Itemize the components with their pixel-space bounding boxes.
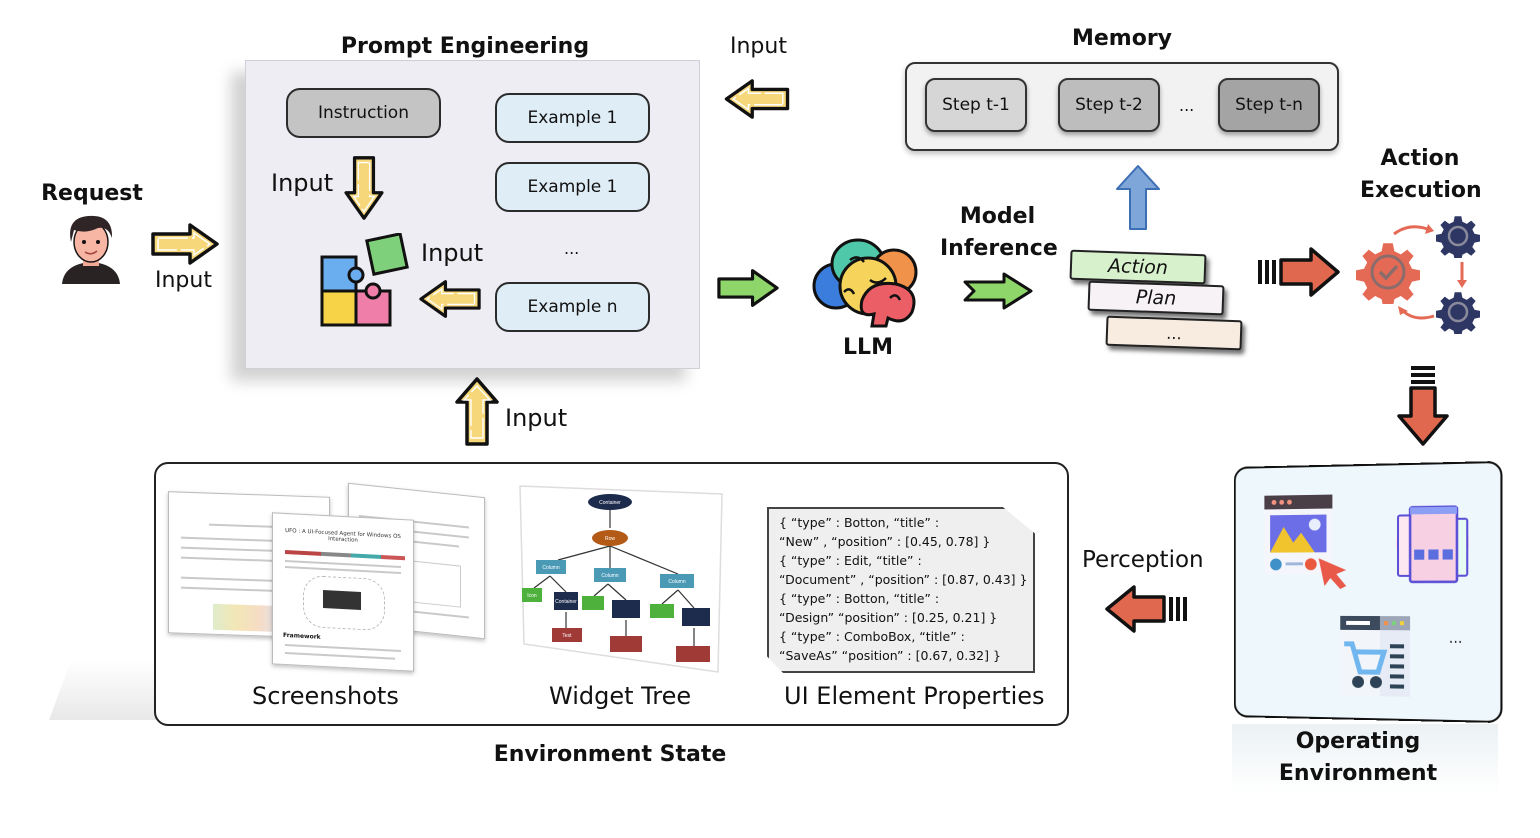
- perception-label: Perception: [1082, 547, 1204, 573]
- tree-column-nodes: [536, 560, 694, 588]
- memory-step: Step t-1: [925, 78, 1027, 132]
- ui-property-line: { “type” : Botton, “title” :: [779, 591, 940, 606]
- ui-property-line: “SaveAs” “position” : [0.67, 0.32] }: [779, 648, 1001, 663]
- memory-step: Step t-n: [1218, 78, 1320, 132]
- tree-label-text: Text: [562, 633, 572, 639]
- instruction-input-label: Input: [271, 169, 334, 197]
- ui-property-line: “Document” , “position” : [0.87, 0.43] }: [779, 572, 1028, 587]
- ui-property-line: { “type” : ComboBox, “title” :: [779, 629, 965, 644]
- more-outputs-card: ...: [1105, 315, 1243, 351]
- user-avatar-icon: [62, 215, 120, 284]
- tree-icon-nodes: [522, 588, 674, 618]
- example-box: Example n: [495, 282, 650, 332]
- tree-node-root: [588, 494, 632, 510]
- example-box: Example 1: [495, 93, 650, 143]
- down-arrow-icon: [344, 156, 384, 220]
- examples-ellipsis: ...: [564, 239, 580, 258]
- shopping-window-icon: [1338, 615, 1411, 697]
- request-title: Request: [41, 181, 143, 206]
- to-llm-arrow-icon: [717, 268, 779, 308]
- to-execution-arrow-icon: [1258, 247, 1340, 297]
- llm-brain-icon: [812, 238, 918, 328]
- operating-environment-line1: Operating: [1295, 729, 1421, 754]
- tree-label-row: Row: [605, 536, 615, 542]
- memory-step: Step t-2: [1058, 78, 1160, 132]
- ui-property-line: { “type” : Edit, “title” :: [779, 553, 922, 568]
- prompt-engineering-panel: Instruction Example 1 Example 1 ... Exam…: [245, 60, 700, 369]
- memory-panel: Step t-1 Step t-2 ... Step t-n: [905, 62, 1339, 151]
- example-box: Example 1: [495, 162, 650, 212]
- tree-label-container: Container: [555, 599, 577, 605]
- request-input-arrow-icon: [150, 222, 220, 266]
- examples-input-label: Input: [421, 239, 484, 267]
- ui-property-line: { “type” : Botton, “title” :: [779, 515, 940, 530]
- action-execution-line1: Action: [1380, 146, 1460, 171]
- tree-label-column: Column: [668, 579, 685, 585]
- tree-label-column: Column: [542, 565, 559, 571]
- widget-tree-diagram: Container Row Column Column Column Icon …: [519, 485, 723, 673]
- ui-property-line: “Design” “position” : [0.25, 0.21] }: [779, 610, 998, 625]
- screenshots-label: Screenshots: [252, 682, 399, 710]
- image-click-icon: [1264, 494, 1347, 590]
- screenshots-collage: UFO : A UI-Focused Agent for Windows OS …: [168, 482, 488, 672]
- env-input-label: Input: [505, 404, 568, 432]
- model-inference-line2: Inference: [940, 236, 1058, 261]
- web-pages-icon: [1392, 500, 1473, 588]
- ui-property-line: “New” , “position” : [0.45, 0.78] }: [779, 534, 991, 549]
- environment-state-title: Environment State: [493, 742, 727, 767]
- action-card: Action: [1069, 249, 1207, 285]
- operating-environment-line2: Environment: [1278, 761, 1438, 786]
- llm-label: LLM: [843, 335, 893, 360]
- operating-environment-panel: ...: [1233, 460, 1503, 724]
- memory-ellipsis: ...: [1179, 96, 1195, 115]
- widget-tree-label: Widget Tree: [549, 682, 692, 710]
- tree-label-column: Column: [601, 573, 618, 579]
- memory-input-label: Input: [730, 34, 787, 59]
- plan-card: Plan: [1087, 280, 1225, 316]
- tree-node-row: [592, 530, 628, 546]
- screenshot-page-front: UFO : A UI-Focused Agent for Windows OS …: [272, 512, 414, 672]
- environment-ellipsis: ...: [1448, 630, 1463, 647]
- request-input-label: Input: [155, 268, 212, 293]
- tree-label-icon: Icon: [527, 593, 537, 599]
- ui-properties-label: UI Element Properties: [784, 682, 1045, 710]
- model-inference-line1: Model: [959, 204, 1036, 229]
- left-arrow-icon: [419, 280, 481, 318]
- execution-gears-icon: [1356, 216, 1480, 334]
- memory-title: Memory: [1071, 26, 1173, 51]
- action-execution-line2: Execution: [1360, 178, 1482, 203]
- tree-container-nodes: [554, 592, 710, 626]
- env-input-arrow-icon: [455, 377, 499, 446]
- ui-properties-card: { “type” : Botton, “title” : “New” , “po…: [767, 507, 1035, 673]
- inference-arrow-icon: [963, 272, 1033, 310]
- screenshot-section-title: Framework: [283, 631, 321, 641]
- environment-reflection: [1232, 724, 1498, 794]
- perception-arrow-icon: [1105, 585, 1187, 633]
- memory-input-arrow-icon: [724, 79, 790, 119]
- instruction-box: Instruction: [286, 88, 441, 138]
- to-memory-arrow-icon: [1116, 165, 1160, 230]
- puzzle-icon: [320, 233, 409, 327]
- tree-label-root: Container: [599, 500, 621, 506]
- to-environment-arrow-icon: [1397, 366, 1449, 446]
- screenshot-doc-title: UFO : A UI-Focused Agent for Windows OS …: [285, 527, 401, 544]
- tree-text-nodes: [552, 628, 710, 662]
- prompt-engineering-title: Prompt Engineering: [340, 34, 590, 59]
